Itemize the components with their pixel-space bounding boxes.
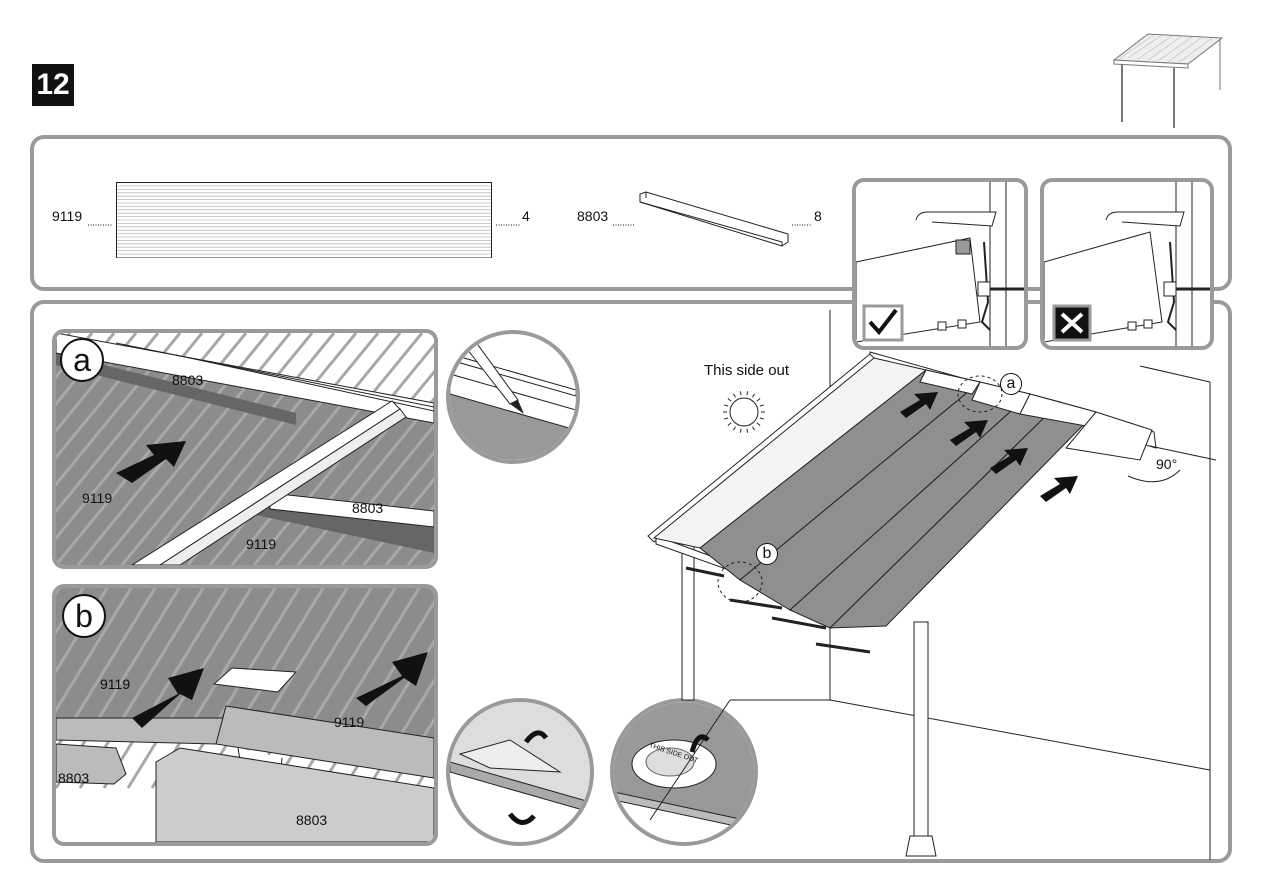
wrong-example-panel xyxy=(1040,178,1214,350)
detail-b-drawing xyxy=(56,588,434,842)
dotted-leader xyxy=(613,224,635,226)
dotted-leader xyxy=(792,224,812,226)
dotted-leader xyxy=(88,224,112,226)
detail-a-panel xyxy=(52,329,438,569)
sealant-drawing xyxy=(450,334,576,460)
main-pergola-drawing xyxy=(647,310,1217,860)
check-icon xyxy=(868,308,898,336)
detail-b-label-9119-right: 9119 xyxy=(334,714,365,730)
part-qty-8803: 8 xyxy=(814,208,822,224)
detail-b-label-8803-bottom: 8803 xyxy=(296,812,328,828)
dotted-leader xyxy=(496,224,520,226)
wrong-example-drawing xyxy=(1044,182,1210,346)
this-side-out-label: This side out xyxy=(704,362,790,379)
detail-b-label-9119-left: 9119 xyxy=(100,676,131,692)
profile-8803-drawing xyxy=(639,191,789,247)
callout-a: a xyxy=(1000,373,1022,395)
part-code-9119: 9119 xyxy=(52,208,83,224)
part-qty-9119: 4 xyxy=(522,208,530,224)
panel-9119-drawing xyxy=(116,182,492,258)
callout-b: b xyxy=(756,543,778,565)
angle-label: 90° xyxy=(1156,456,1178,472)
peel-film-drawing xyxy=(450,702,590,825)
detail-b-label-8803-profile: 8803 xyxy=(58,770,90,786)
detail-a-label-8803-top: 8803 xyxy=(172,372,204,388)
sticker-drawing xyxy=(614,702,754,831)
detail-a-label-9119-left: 9119 xyxy=(82,490,113,506)
correct-example-drawing xyxy=(856,182,1024,346)
detail-a-letter: a xyxy=(60,338,104,382)
step-number: 12 xyxy=(32,64,74,106)
cross-icon xyxy=(1060,312,1084,334)
correct-example-panel xyxy=(852,178,1028,350)
part-code-8803: 8803 xyxy=(577,208,609,224)
detail-a-label-8803-right: 8803 xyxy=(352,500,384,516)
sealant-detail-circle xyxy=(446,330,580,464)
detail-a-drawing xyxy=(56,333,434,565)
pergola-thumbnail xyxy=(1112,33,1224,128)
detail-b-panel xyxy=(52,584,438,846)
peel-film-detail-circle xyxy=(446,698,594,846)
detail-a-label-9119-bottom: 9119 xyxy=(246,536,277,552)
detail-b-letter: b xyxy=(62,594,106,638)
